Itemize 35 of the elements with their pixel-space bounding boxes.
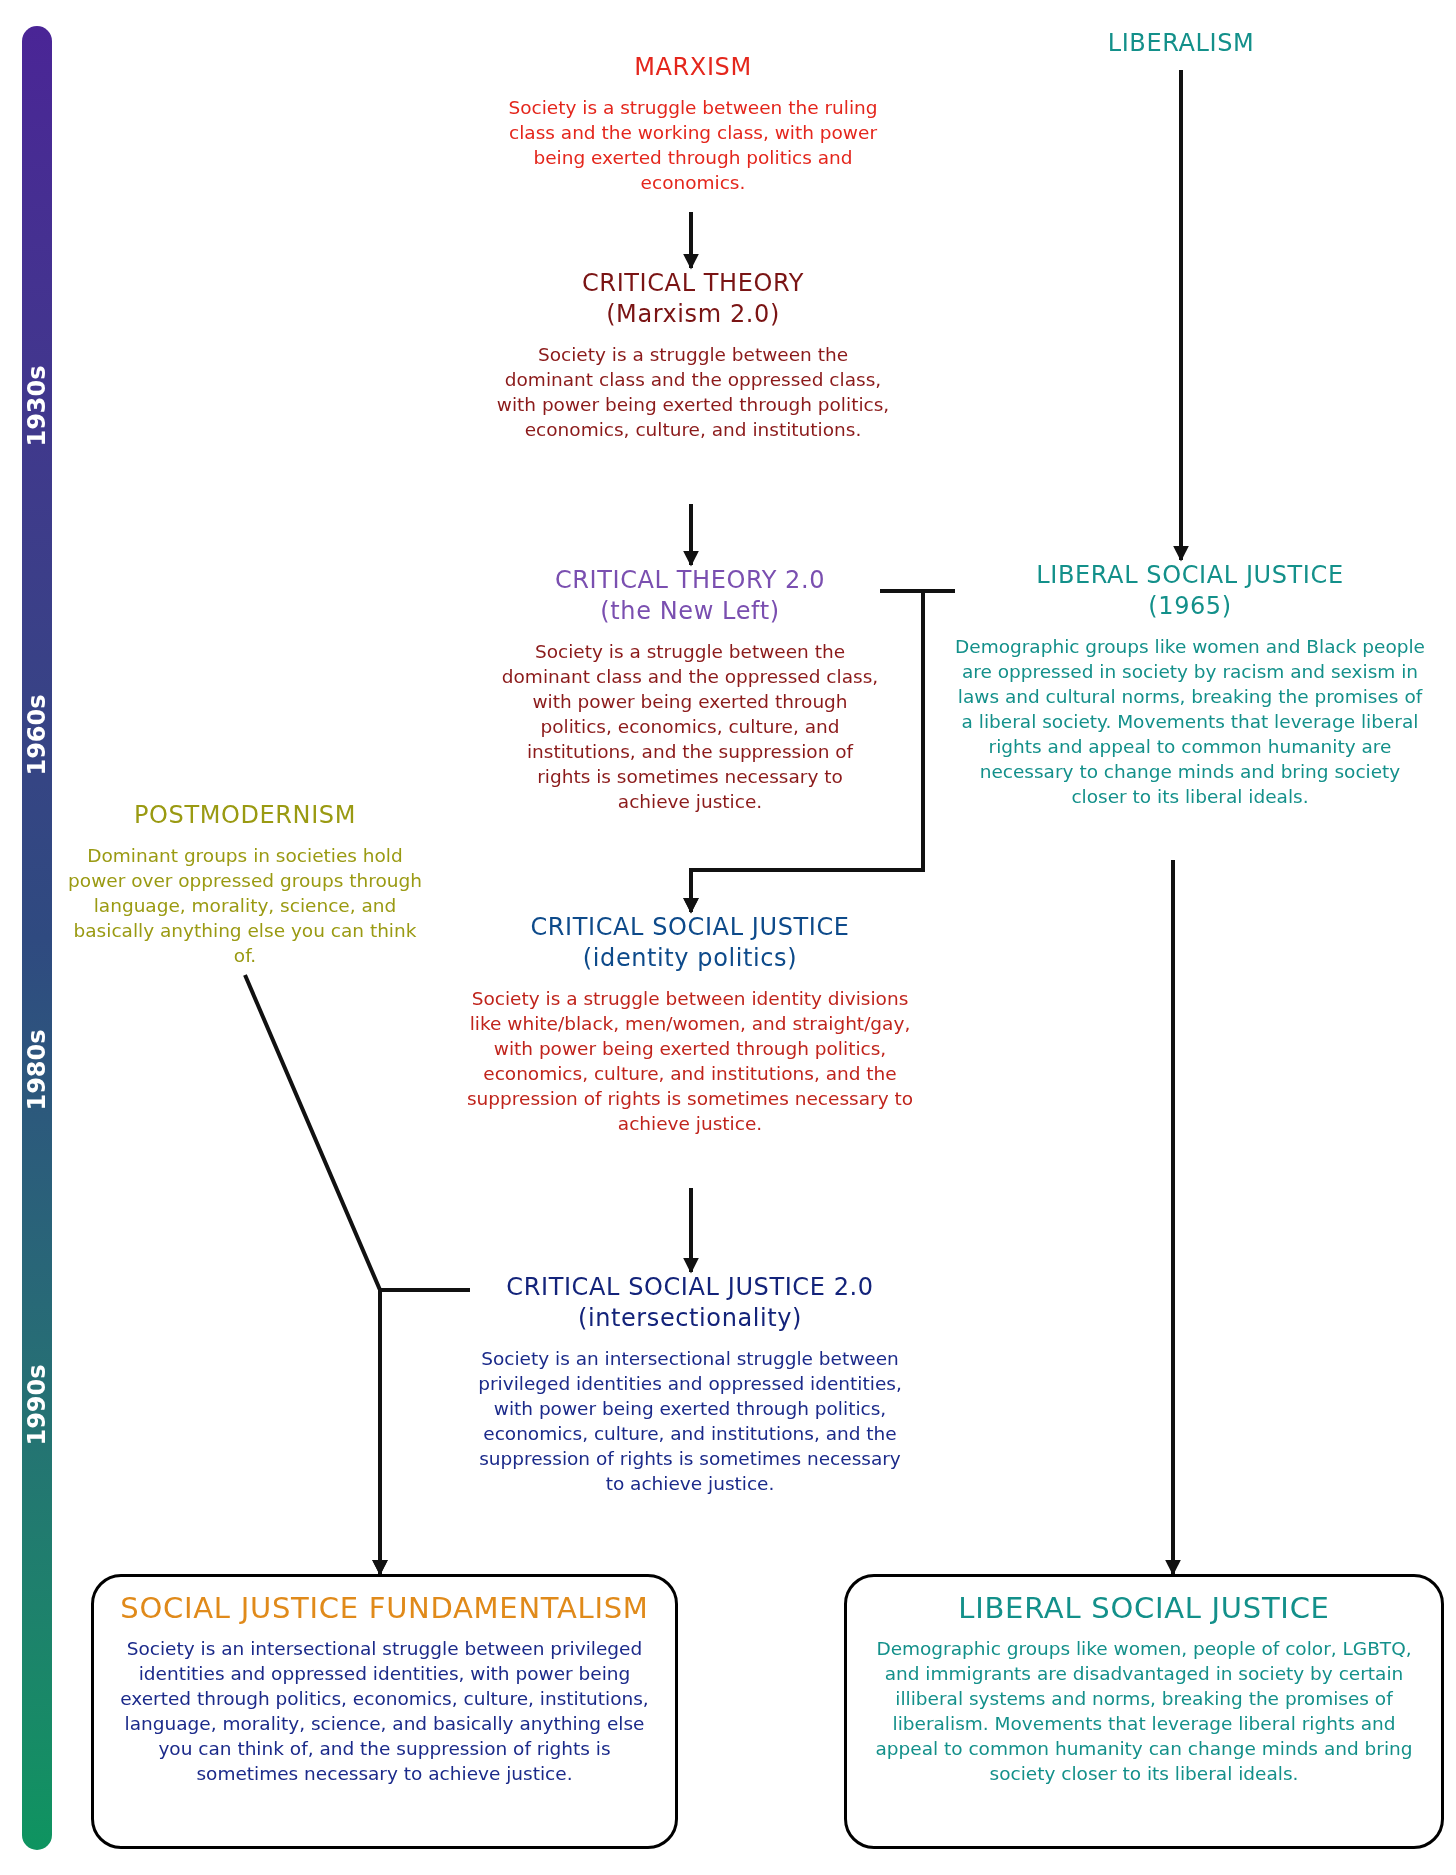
arrow xyxy=(683,504,699,567)
node-subtitle: (Marxism 2.0) xyxy=(606,299,780,330)
node-description: Demographic groups like women and Black people are oppressed in society by racism and sexism in laws and cultural norms, breaking the promises of a liberal society. Movements that leverage liberal rights and appeal to common humanity are necessary to change minds and bring society closer to its liberal ideals. xyxy=(955,635,1425,809)
node-subtitle: (intersectionality) xyxy=(577,1303,803,1334)
decade-label: 1980s xyxy=(22,1029,52,1111)
arrow xyxy=(1173,70,1189,562)
node-description: Dominant groups in societies hold power over oppressed groups through language, morality, science, and basically anything else you can think of. xyxy=(67,844,423,968)
arrow xyxy=(683,212,699,270)
node-title: MARXISM xyxy=(634,52,752,83)
arrow xyxy=(1165,860,1181,1576)
node-description: Demographic groups like women, people of color, LGBTQ, and immigrants are disadvantaged in society by certain illiberal systems and norms, breaking the promises of liberalism. Movements that leverage liberal rights and appeal to common humanity can change minds and bring society closer to its liberal ideals. xyxy=(874,1637,1414,1786)
node-title: POSTMODERNISM xyxy=(134,800,356,831)
node-description: Society is an intersectional struggle between privileged identities and oppressed identities, with power being exerted through politics, economics, culture, institutions, language, morality, science, and basically anything else you can think of, and the suppression of rights is sometimes necessary to achieve justice. xyxy=(119,1637,650,1786)
node-title: LIBERALISM xyxy=(1107,28,1255,59)
node-title: CRITICAL SOCIAL JUSTICE 2.0 xyxy=(506,1272,874,1303)
node-description: Society is a struggle between identity divisions like white/black, men/women, and straight/gay, with power being exerted through politics, economics, culture, and institutions, and the suppression of rights is sometimes necessary to achieve justice. xyxy=(465,987,915,1136)
node-subtitle: (identity politics) xyxy=(582,943,798,974)
decade-label: 1930s xyxy=(22,365,52,447)
node-description: Society is a struggle between the dominant class and the oppressed class, with power being exerted through politics, economics, culture, and institutions, and the suppression of rights is sometimes necessary to achieve justice. xyxy=(500,640,880,814)
node-title: CRITICAL SOCIAL JUSTICE xyxy=(530,912,850,943)
arrow xyxy=(683,1188,699,1274)
decade-label: 1960s xyxy=(22,694,52,776)
node-description: Society is a struggle between the ruling class and the working class, with power being exerted through politics and economics. xyxy=(507,96,879,195)
node-subtitle: (the New Left) xyxy=(600,596,780,627)
node-title: SOCIAL JUSTICE FUNDAMENTALISM xyxy=(120,1593,649,1624)
node-title: LIBERAL SOCIAL JUSTICE xyxy=(1036,560,1344,591)
summary-box xyxy=(91,1574,678,1849)
summary-box xyxy=(844,1574,1444,1849)
node-description: Society is an intersectional struggle between privileged identities and oppressed identities, with power being exerted through politics, economics, culture, and institutions, and the suppression of rights is sometimes necessary to achieve justice. xyxy=(477,1347,903,1496)
node-title: CRITICAL THEORY xyxy=(582,268,804,299)
node-title: LIBERAL SOCIAL JUSTICE xyxy=(958,1593,1330,1624)
decade-label: 1990s xyxy=(22,1364,52,1446)
node-subtitle: (1965) xyxy=(1148,591,1232,622)
node-description: Society is a struggle between the dominant class and the oppressed class, with power being exerted through politics, economics, culture, and institutions. xyxy=(495,343,891,442)
node-title: CRITICAL THEORY 2.0 xyxy=(554,565,826,596)
